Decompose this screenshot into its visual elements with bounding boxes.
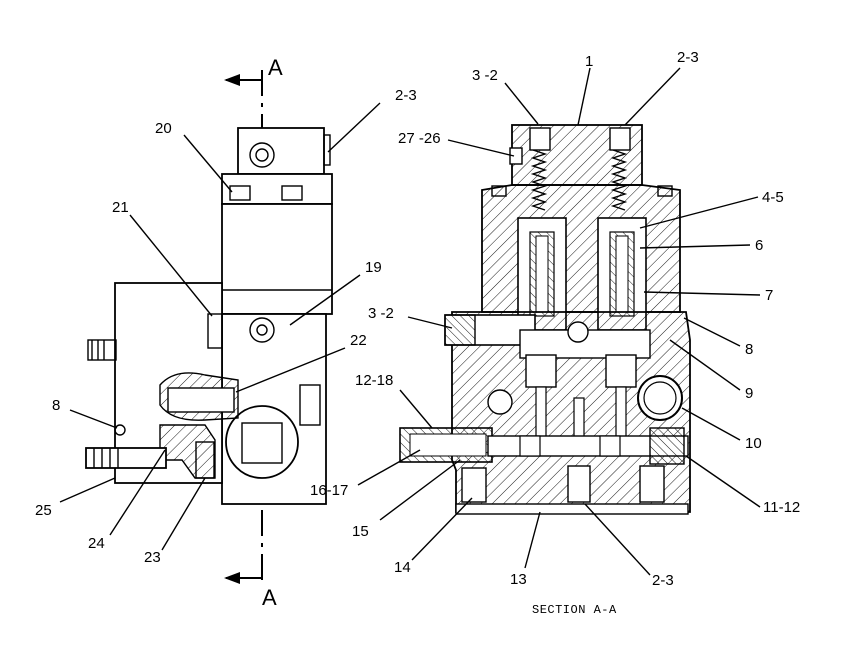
callout-21: 21 bbox=[112, 199, 129, 216]
callout-27-26: 27 -26 bbox=[398, 130, 441, 147]
callout-6: 6 bbox=[755, 237, 763, 254]
callout-25: 25 bbox=[35, 502, 52, 519]
callout-2-3-top: 2-3 bbox=[677, 49, 699, 66]
callout-16-17: 16-17 bbox=[310, 482, 348, 499]
callout-19: 19 bbox=[365, 259, 382, 276]
section-marker-top: A bbox=[268, 55, 283, 80]
callout-2-3-left: 2-3 bbox=[395, 87, 417, 104]
callout-15: 15 bbox=[352, 523, 369, 540]
callout-24: 24 bbox=[88, 535, 105, 552]
callout-8-left: 8 bbox=[52, 397, 60, 414]
section-arrow-top bbox=[224, 74, 240, 86]
callout-4-5: 4-5 bbox=[762, 189, 784, 206]
callout-10: 10 bbox=[745, 435, 762, 452]
leader-lines bbox=[59, 67, 761, 576]
callout-3-2-top: 3 -2 bbox=[472, 67, 498, 84]
callout-20: 20 bbox=[155, 120, 172, 137]
callout-1: 1 bbox=[585, 53, 593, 70]
callout-7: 7 bbox=[765, 287, 773, 304]
section-marker-bottom: A bbox=[262, 585, 277, 610]
section-view bbox=[399, 124, 691, 515]
callout-9: 9 bbox=[745, 385, 753, 402]
callout-3-2-mid: 3 -2 bbox=[368, 305, 394, 322]
callout-12-18: 12-18 bbox=[355, 372, 393, 389]
left-side-view bbox=[85, 70, 333, 585]
callout-11-12: 11-12 bbox=[763, 499, 800, 516]
callout-labels: A A 20 2-3 21 19 22 8 25 24 23 3 -2 1 2-… bbox=[35, 49, 800, 617]
callout-23: 23 bbox=[144, 549, 161, 566]
callout-8-right: 8 bbox=[745, 341, 753, 358]
section-caption: SECTION A-A bbox=[532, 603, 617, 617]
callout-22: 22 bbox=[350, 332, 367, 349]
callout-14: 14 bbox=[394, 559, 411, 576]
callout-13: 13 bbox=[510, 571, 527, 588]
section-arrow-bottom bbox=[224, 572, 240, 584]
callout-2-3-bottom: 2-3 bbox=[652, 572, 674, 589]
